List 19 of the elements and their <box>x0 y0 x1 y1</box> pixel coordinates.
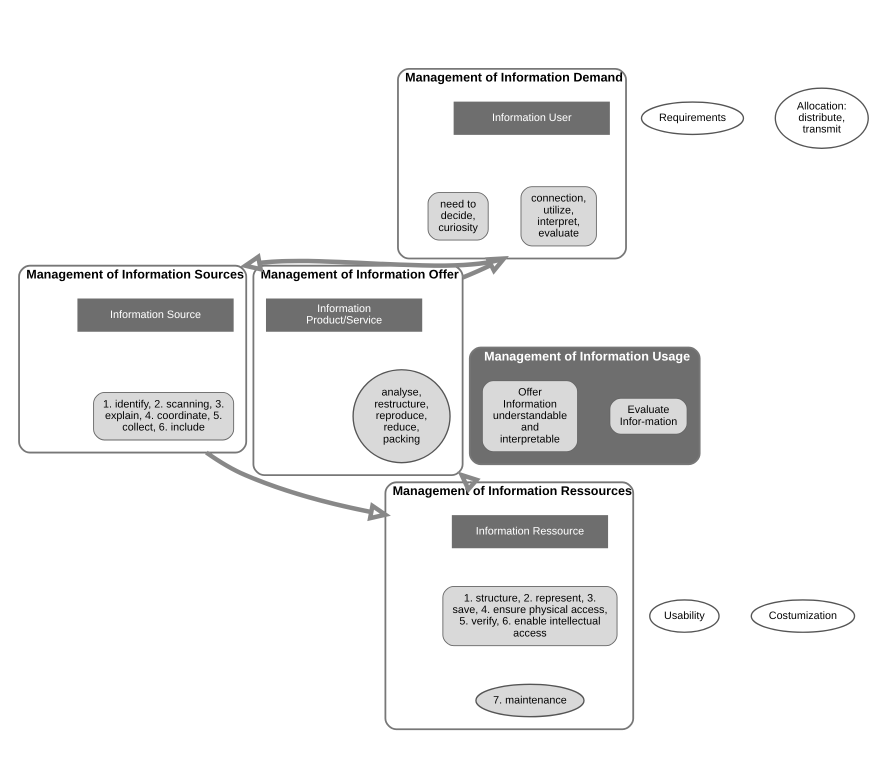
node-box: Information User <box>454 102 610 135</box>
node-box: 1. structure, 2. represent, 3. save, 4. ensure physical access, 5. verify, 6. enable intellectual access <box>442 586 618 646</box>
node-circle: analyse, restructure, reproduce, reduce, packing <box>352 369 451 464</box>
node-ellipse: Usability <box>649 599 720 633</box>
node-box: Evaluate Infor-mation <box>609 398 688 435</box>
node-ellipse: Costumization <box>750 599 856 633</box>
node-box: need to decide, curiosity <box>428 192 489 241</box>
node-box: Information Product/Service <box>266 298 422 332</box>
arrow <box>205 450 391 522</box>
node-box: connection, utilize, interpret, evaluate <box>520 186 597 246</box>
arrow <box>458 471 481 494</box>
arrow <box>462 256 509 280</box>
node-ellipse: Requirements <box>640 101 744 136</box>
node-box: Information Ressource <box>452 515 608 548</box>
node-ellipse: 7. maintenance <box>475 684 585 718</box>
node-box: Information Source <box>77 298 234 332</box>
node-ellipse: Allocation: distribute, transmit <box>774 88 869 149</box>
node-box: 1. identify, 2. scanning, 3. explain, 4. coordinate, 5. collect, 6. include <box>93 392 234 440</box>
node-box: Offer Information understandable and interpretable <box>482 380 578 452</box>
